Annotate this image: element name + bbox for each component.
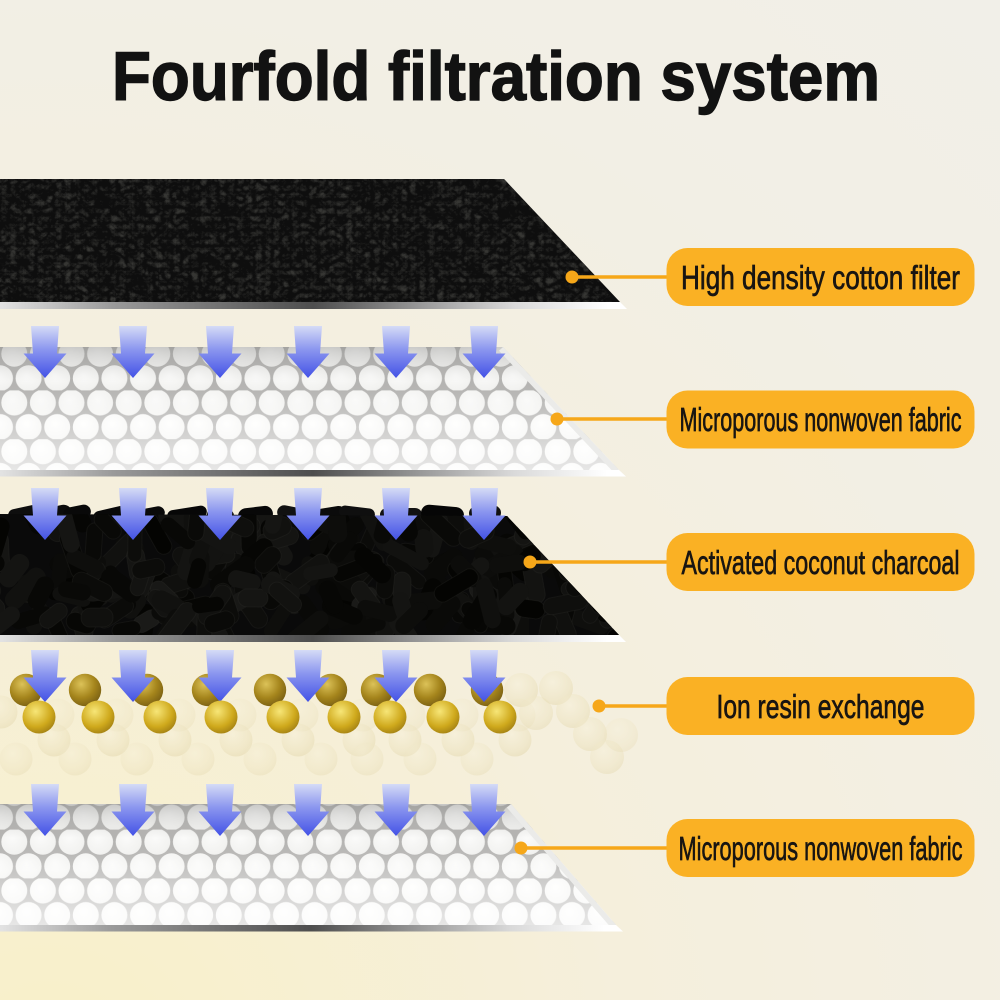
svg-text:Microporous nonwoven fabric: Microporous nonwoven fabric xyxy=(679,831,963,868)
svg-text:High density cotton filter: High density cotton filter xyxy=(681,260,960,297)
svg-text:Ion resin exchange: Ion resin exchange xyxy=(717,689,925,726)
svg-text:Activated coconut charcoal: Activated coconut charcoal xyxy=(682,545,960,582)
svg-text:Fourfold filtration system: Fourfold filtration system xyxy=(112,38,880,115)
svg-text:Microporous nonwoven fabric: Microporous nonwoven fabric xyxy=(680,402,962,439)
